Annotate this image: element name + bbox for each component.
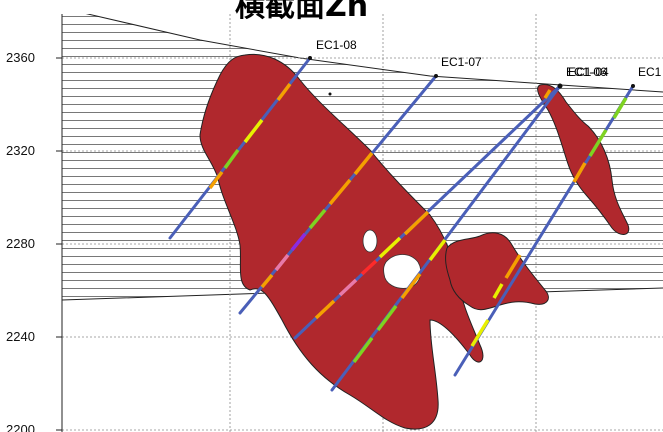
drillhole-label-ec1-07: EC1-07 <box>441 55 482 69</box>
right-orebody <box>537 83 630 235</box>
y-tick-label: 2240 <box>6 329 35 344</box>
drillhole-label-ec1-05: EC1 <box>638 65 662 79</box>
collar-markers <box>308 56 635 96</box>
assay-intervals <box>208 82 628 364</box>
drillhole-label-ec1-08: EC1-08 <box>316 38 357 52</box>
drillhole-label-ec1-06: EC1-06 <box>566 65 607 79</box>
figure-title: 横截面Zn <box>235 0 368 24</box>
y-tick-label: 2360 <box>6 50 35 65</box>
y-tick-label: 2200 <box>6 422 35 432</box>
y-tick-label: 2280 <box>6 236 35 251</box>
y-tick-label: 2320 <box>6 143 35 158</box>
y-axis-ticks <box>56 57 62 431</box>
small-orebody <box>445 232 549 311</box>
orebody-inclusion-1 <box>362 229 378 253</box>
drillhole-label-ec1-04: EC1-04 <box>568 65 609 79</box>
